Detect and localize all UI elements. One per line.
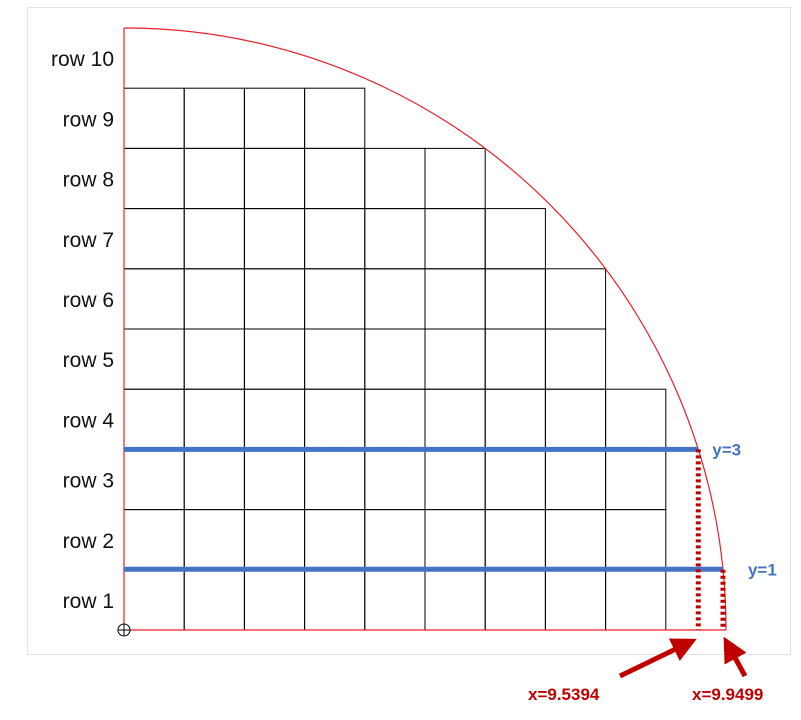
grid-cell bbox=[183, 569, 245, 631]
row-label-2: row 2 bbox=[63, 530, 114, 553]
row-label-9: row 9 bbox=[63, 108, 114, 131]
grid-cell bbox=[544, 509, 607, 571]
grid-cell bbox=[304, 388, 366, 450]
grid-cell bbox=[484, 208, 546, 270]
grid-cell bbox=[484, 388, 546, 450]
grid-cell bbox=[243, 268, 306, 330]
grid-cell bbox=[123, 509, 185, 571]
grid bbox=[123, 87, 667, 631]
grid-cell bbox=[123, 87, 185, 149]
grid-cell bbox=[243, 208, 306, 270]
grid-cell bbox=[304, 208, 366, 270]
grid-cell bbox=[123, 569, 185, 631]
horizontal-line-label: y=3 bbox=[712, 440, 741, 459]
x-markers: x=9.5394 x=9.9499 bbox=[528, 449, 763, 704]
row-label-1: row 1 bbox=[63, 590, 114, 613]
grid-cell bbox=[544, 569, 607, 631]
grid-cell bbox=[364, 268, 426, 330]
grid-cell bbox=[424, 328, 486, 390]
grid-cell bbox=[243, 388, 306, 450]
grid-cell bbox=[123, 388, 185, 450]
circle-plus-icon bbox=[117, 623, 131, 637]
grid-cell bbox=[484, 328, 546, 390]
grid-cell bbox=[243, 87, 306, 149]
grid-cell bbox=[364, 569, 426, 631]
grid-cell bbox=[424, 448, 486, 511]
grid-cell bbox=[183, 448, 245, 511]
grid-cell bbox=[183, 268, 245, 330]
grid-cell bbox=[424, 569, 486, 631]
grid-cell bbox=[243, 328, 306, 390]
grid-cell bbox=[123, 147, 185, 210]
grid-cell bbox=[544, 448, 607, 511]
row-label-5: row 5 bbox=[63, 349, 114, 372]
grid-cell bbox=[183, 328, 245, 390]
grid-cell bbox=[364, 448, 426, 511]
horizontal-lines: y=3 y=1 bbox=[124, 440, 777, 579]
grid-cell bbox=[544, 388, 607, 450]
grid-cell bbox=[424, 208, 486, 270]
grid-cell bbox=[183, 208, 245, 270]
grid-cell bbox=[364, 328, 426, 390]
arrow-icon bbox=[618, 638, 697, 679]
grid-cell bbox=[304, 509, 366, 571]
grid-cell bbox=[243, 509, 306, 571]
grid-cell bbox=[424, 509, 486, 571]
arrow-icon bbox=[723, 636, 748, 678]
row-label-4: row 4 bbox=[63, 409, 115, 432]
grid-cell bbox=[243, 569, 306, 631]
row-label-3: row 3 bbox=[63, 470, 114, 493]
grid-cell bbox=[183, 147, 245, 210]
grid-cell bbox=[484, 569, 546, 631]
row-label-8: row 8 bbox=[63, 169, 114, 192]
origin-marker bbox=[117, 623, 131, 637]
quarter-circle-arc bbox=[123, 27, 727, 631]
grid-cell bbox=[424, 388, 486, 450]
grid-cell bbox=[183, 87, 245, 149]
grid-cell bbox=[544, 268, 607, 330]
grid-cell bbox=[123, 328, 185, 390]
figure-frame bbox=[27, 7, 791, 655]
horizontal-line-label: y=1 bbox=[748, 560, 777, 579]
grid-cell bbox=[304, 569, 366, 631]
grid-cell bbox=[605, 388, 667, 450]
grid-cell bbox=[304, 448, 366, 511]
grid-cell bbox=[123, 448, 185, 511]
arc bbox=[123, 27, 727, 631]
grid-cell bbox=[123, 268, 185, 330]
row-labels: row 1 row 2 row 3 row 4 row 5 row 6 row 7 row 8… bbox=[51, 48, 114, 613]
grid-cell bbox=[484, 509, 546, 571]
grid-cell bbox=[484, 268, 546, 330]
grid-cell bbox=[364, 509, 426, 571]
grid-cell bbox=[123, 208, 185, 270]
grid-cell bbox=[304, 87, 366, 149]
grid-cell bbox=[605, 569, 667, 631]
grid-cell bbox=[304, 328, 366, 390]
grid-cell bbox=[304, 268, 366, 330]
x-marker-label: x=9.9499 bbox=[692, 685, 763, 704]
grid-cell bbox=[364, 388, 426, 450]
x-marker-label: x=9.5394 bbox=[528, 685, 600, 704]
grid-cell bbox=[605, 509, 667, 571]
grid-cell bbox=[183, 509, 245, 571]
grid-cell bbox=[544, 328, 607, 390]
grid-cell bbox=[364, 147, 426, 210]
grid-cell bbox=[364, 208, 426, 270]
grid-cell bbox=[424, 268, 486, 330]
row-label-6: row 6 bbox=[63, 289, 114, 312]
grid-cell bbox=[605, 448, 667, 511]
grid-cell bbox=[484, 448, 546, 511]
grid-cell bbox=[183, 388, 245, 450]
grid-cell bbox=[243, 448, 306, 511]
grid-cell bbox=[424, 147, 486, 210]
row-label-10: row 10 bbox=[51, 48, 114, 71]
grid-cell bbox=[243, 147, 306, 210]
grid-cell bbox=[304, 147, 366, 210]
row-label-7: row 7 bbox=[63, 229, 114, 252]
